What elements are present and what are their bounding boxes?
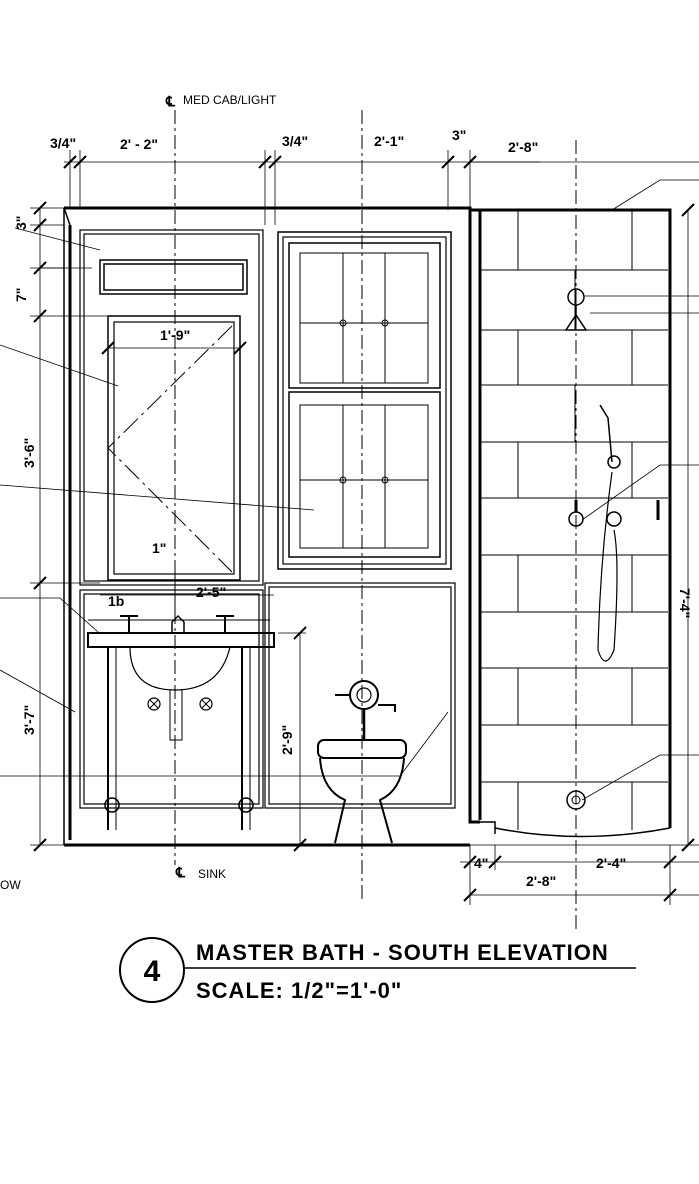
med-cab-light-label: MED CAB/LIGHT [183, 93, 277, 107]
dim-bottom-2-4: 2'-4" [596, 855, 626, 871]
window [277, 231, 452, 570]
dim-left-7: 7" [13, 288, 29, 302]
left-wainscot-panel [79, 229, 264, 809]
medicine-cabinet [107, 315, 241, 581]
sink-label: SINK [198, 867, 226, 881]
shower-tile [480, 210, 668, 830]
dim-top-2-2: 2' - 2" [120, 136, 158, 152]
dim-sink-width: 2'-5" [196, 584, 226, 600]
dim-sink-1b: 1b [108, 593, 124, 609]
dim-bottom-2-8: 2'-8" [526, 873, 556, 889]
dim-top-3: 3" [452, 127, 466, 143]
dim-left-3: 3" [13, 216, 29, 230]
console-sink [87, 560, 275, 830]
dim-top-3-4: 3/4" [50, 135, 76, 151]
centerlines [174, 110, 577, 930]
dim-shower-height: 7'-4" [677, 588, 693, 618]
detail-number-bubble [119, 937, 185, 1003]
shower-enclosure [470, 208, 672, 838]
dimension-ticks [33, 155, 695, 902]
dim-mirror-width: 1'-9" [160, 327, 190, 343]
dim-top-3-4b: 3/4" [282, 133, 308, 149]
left-cut-label: OW [0, 878, 21, 892]
toilet-wainscot-panel [264, 582, 456, 809]
centerline-symbol-top: ℄ [165, 93, 176, 109]
dim-top-2-8: 2'-8" [508, 139, 538, 155]
centerline-symbol-bottom: ℄ [175, 864, 186, 880]
dim-sink-height: 2'-9" [279, 725, 295, 755]
dim-top-2-1: 2'-1" [374, 133, 404, 149]
dim-faucet: 1" [152, 540, 166, 556]
cabinet-light [99, 259, 248, 295]
dimension-lines [30, 150, 699, 905]
drawing-title: MASTER BATH - SOUTH ELEVATION [196, 940, 609, 965]
wall-outline [30, 206, 699, 847]
dim-left-3-7: 3'-7" [21, 705, 37, 735]
detail-number: 4 [144, 955, 161, 988]
dim-bottom-4: 4" [474, 855, 488, 871]
drawing-scale: SCALE: 1/2"=1'-0" [196, 978, 402, 1003]
toilet [317, 680, 407, 844]
title-block: 4 MASTER BATH - SOUTH ELEVATION SCALE: 1… [119, 937, 636, 1003]
leader-lines [0, 179, 699, 801]
dim-left-3-6: 3'-6" [21, 438, 37, 468]
